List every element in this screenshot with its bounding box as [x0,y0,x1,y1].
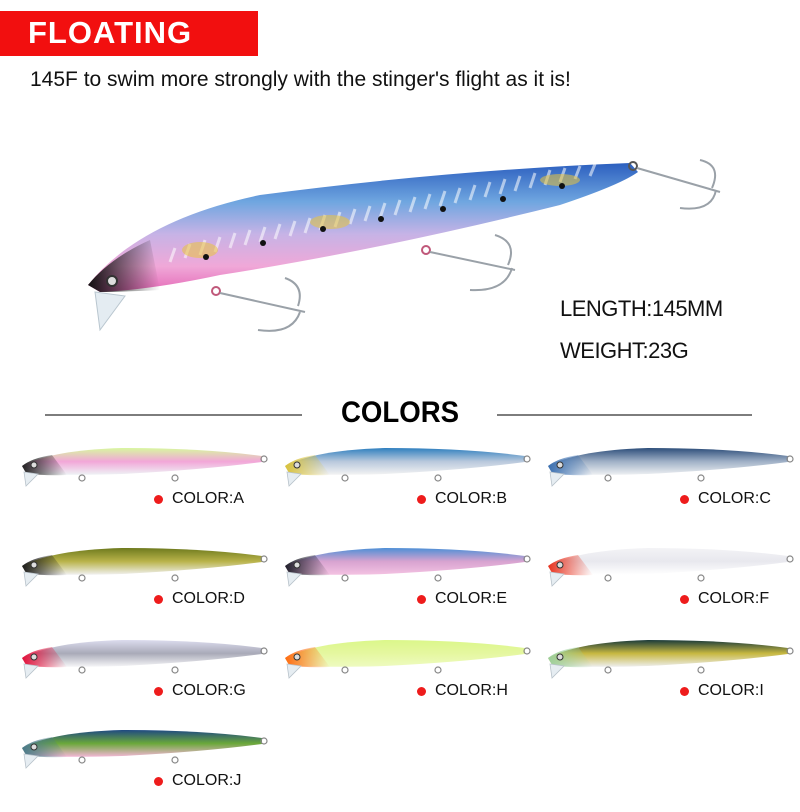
lure-thumbnail-icon [22,640,268,679]
color-label: COLOR:I [680,682,764,700]
lure-thumbnail-icon [22,448,268,487]
color-variant-e[interactable]: COLOR:E [275,540,545,630]
color-variant-g[interactable]: COLOR:G [12,632,282,722]
colors-heading: COLORS [340,396,460,429]
bullet-dot-icon [154,686,163,696]
color-label: COLOR:A [154,490,244,508]
color-label-text: COLOR:F [698,590,770,607]
divider-right [497,414,752,416]
lure-thumbnail-icon [285,548,531,587]
bullet-dot-icon [680,686,689,696]
color-label: COLOR:H [417,682,508,700]
lure-thumbnail-icon [285,640,531,679]
divider-left [45,414,302,416]
color-label: COLOR:C [680,490,771,508]
color-label-text: COLOR:D [172,590,245,607]
color-variant-d[interactable]: COLOR:D [12,540,282,630]
color-label: COLOR:F [680,590,769,608]
color-label-text: COLOR:J [172,772,242,789]
color-label-text: COLOR:B [435,490,508,507]
bullet-dot-icon [154,494,163,504]
lure-thumbnail-icon [548,448,794,487]
color-label-text: COLOR:I [698,682,764,699]
color-variant-h[interactable]: COLOR:H [275,632,545,722]
bullet-dot-icon [680,494,689,504]
lure-thumbnail-icon [22,548,268,587]
color-label-text: COLOR:A [172,490,245,507]
color-variant-b[interactable]: COLOR:B [275,440,545,530]
floating-banner: FLOATING [0,11,258,56]
color-variant-f[interactable]: COLOR:F [538,540,800,630]
bullet-dot-icon [417,686,426,696]
specs-block: LENGTH:145MM WEIGHT:23G [560,288,723,372]
lure-thumbnail-icon [548,640,794,679]
color-label-text: COLOR:C [698,490,771,507]
lure-thumbnail-icon [22,730,268,769]
product-tagline: 145F to swim more strongly with the stin… [30,68,571,91]
banner-label: FLOATING [28,15,193,50]
lure-thumbnail-icon [285,448,531,487]
color-label: COLOR:G [154,682,246,700]
color-label: COLOR:B [417,490,507,508]
color-label-text: COLOR:H [435,682,508,699]
color-variant-a[interactable]: COLOR:A [12,440,282,530]
bullet-dot-icon [680,594,689,604]
bullet-dot-icon [417,594,426,604]
color-variant-c[interactable]: COLOR:C [538,440,800,530]
bullet-dot-icon [154,776,163,786]
bullet-dot-icon [154,594,163,604]
color-label: COLOR:D [154,590,245,608]
color-label: COLOR:J [154,772,241,790]
weight-spec: WEIGHT:23G [560,338,689,363]
color-variant-i[interactable]: COLOR:I [538,632,800,722]
color-label: COLOR:E [417,590,507,608]
color-label-text: COLOR:G [172,682,246,699]
color-variant-j[interactable]: COLOR:J [12,722,282,812]
hero-lure-image [88,159,721,332]
lure-thumbnail-icon [548,548,794,587]
length-spec: LENGTH:145MM [560,296,723,321]
color-label-text: COLOR:E [435,590,508,607]
bullet-dot-icon [417,494,426,504]
